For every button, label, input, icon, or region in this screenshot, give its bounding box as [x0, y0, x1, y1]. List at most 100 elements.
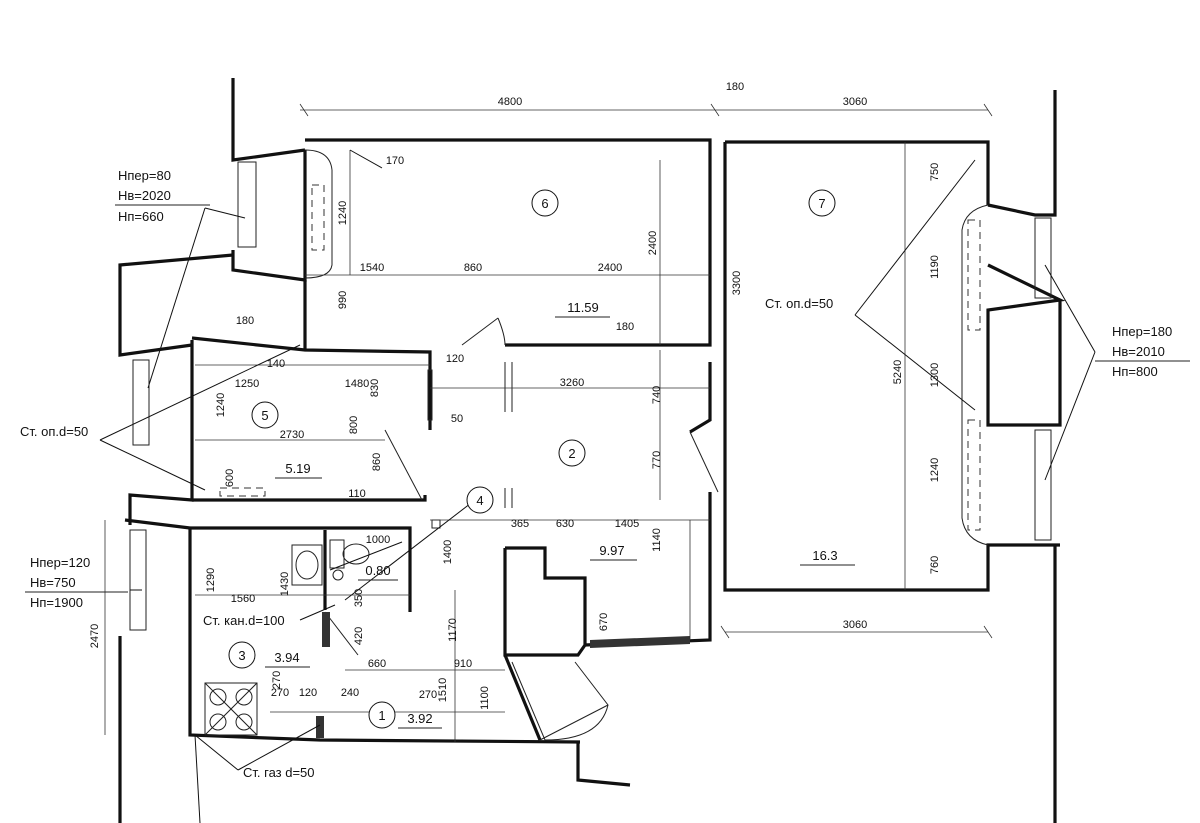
- toilet-icon: [342, 543, 370, 565]
- dim-140: 140: [267, 358, 285, 370]
- dim-1405: 1405: [615, 518, 639, 530]
- dim-420: 420: [353, 627, 365, 645]
- dim-630: 630: [556, 518, 574, 530]
- window-room-7-top: [1034, 217, 1052, 299]
- room-markers: 6 7 5 2 4 3 1: [228, 189, 836, 729]
- dim-660: 660: [368, 658, 386, 670]
- dim-1240-a: 1240: [337, 201, 349, 225]
- window-niche-room-7: [961, 204, 989, 546]
- room-1-area: 3.92: [407, 711, 432, 726]
- dim-1100: 1100: [479, 686, 491, 710]
- dim-750: 750: [929, 163, 941, 181]
- w3-hp: Нп=1900: [30, 595, 83, 610]
- dim-180-b: 180: [616, 321, 634, 333]
- dim-1300: 1300: [929, 363, 941, 387]
- room-4-number: 4: [476, 493, 483, 508]
- w3-hv: Нв=750: [30, 575, 76, 590]
- dim-2730: 2730: [280, 429, 304, 441]
- dim-1000: 1000: [366, 534, 390, 546]
- dimension-texts-vertical: 1240 990 2400 3300 5240 750 1190 1300 12…: [89, 163, 941, 710]
- window-notes: Нпер=80 Нв=2020 Нп=660 Нпер=180 Нв=2010 …: [25, 168, 1190, 610]
- dim-50: 50: [451, 413, 463, 425]
- dim-2400-a: 2400: [598, 262, 622, 274]
- w6-hp: Нп=660: [118, 209, 164, 224]
- dim-1400: 1400: [442, 540, 454, 564]
- dim-740: 740: [651, 386, 663, 404]
- dimension-texts: 4800 180 3060 3060 170 1540 860 2400 180…: [231, 81, 867, 701]
- room-1-number: 1: [378, 708, 385, 723]
- window-room-5: [132, 359, 150, 446]
- room-7-area: 16.3: [812, 548, 837, 563]
- dim-1560: 1560: [231, 593, 255, 605]
- dim-240: 240: [341, 687, 359, 699]
- dim-3300: 3300: [731, 271, 743, 295]
- riser-notes: Ст. оп.d=50 Ст. оп.d=50 Ст. кан.d=100 Ст…: [20, 296, 833, 780]
- radiator-room-5: [219, 487, 266, 497]
- room-5-number: 5: [261, 408, 268, 423]
- dim-270-a: 270: [271, 671, 283, 689]
- radiator-room-6: [311, 184, 325, 251]
- room-3-area: 3.94: [274, 650, 299, 665]
- toilet-tank-icon: [329, 539, 345, 569]
- dimension-lines: [104, 103, 993, 742]
- dim-800: 800: [348, 416, 360, 434]
- dim-1250: 1250: [235, 378, 259, 390]
- radiator-room-7-top: [967, 219, 981, 331]
- washbasin-icon: [291, 544, 323, 586]
- dim-1510: 1510: [437, 678, 449, 702]
- dim-5240: 5240: [892, 360, 904, 384]
- windows: [129, 161, 1052, 631]
- dim-1430: 1430: [279, 572, 291, 596]
- radiators: [219, 149, 989, 546]
- dim-830: 830: [369, 379, 381, 397]
- dim-1240-b: 1240: [215, 393, 227, 417]
- duct-hatch: [590, 636, 690, 648]
- w6-hper: Нпер=80: [118, 168, 171, 183]
- dim-760: 760: [929, 556, 941, 574]
- dim-2470: 2470: [89, 624, 101, 648]
- room-3-number: 3: [238, 648, 245, 663]
- dim-4800: 4800: [498, 96, 522, 108]
- dim-1290: 1290: [205, 568, 217, 592]
- walls: [118, 78, 1066, 823]
- riser-op-right: Ст. оп.d=50: [765, 296, 833, 311]
- riser-op-left: Ст. оп.d=50: [20, 424, 88, 439]
- window-room-6: [237, 161, 257, 248]
- dim-365: 365: [511, 518, 529, 530]
- window-room-3: [129, 529, 147, 631]
- room-5-area: 5.19: [285, 461, 310, 476]
- dim-170: 170: [386, 155, 404, 167]
- room-areas: 11.59 16.3 5.19 9.97 0.80 3.94 3.92: [265, 300, 855, 729]
- room-7-number: 7: [818, 196, 825, 211]
- dim-3260: 3260: [560, 377, 584, 389]
- dim-120-b: 120: [299, 687, 317, 699]
- room-6-number: 6: [541, 196, 548, 211]
- dim-670: 670: [598, 613, 610, 631]
- dim-2400-v: 2400: [647, 231, 659, 255]
- dim-1140: 1140: [651, 528, 663, 552]
- w3-hper: Нпер=120: [30, 555, 90, 570]
- dim-1170: 1170: [447, 618, 459, 642]
- w7-hper: Нпер=180: [1112, 324, 1172, 339]
- room-2-area: 9.97: [599, 543, 624, 558]
- dim-180-c: 180: [236, 315, 254, 327]
- w7-hv: Нв=2010: [1112, 344, 1165, 359]
- w6-hv: Нв=2020: [118, 188, 171, 203]
- dim-1240-r: 1240: [929, 458, 941, 482]
- doors: [324, 317, 719, 741]
- room-6-area: 11.59: [567, 300, 599, 315]
- dim-3060-bottom: 3060: [843, 619, 867, 631]
- dim-990: 990: [337, 291, 349, 309]
- dim-860-b: 860: [371, 453, 383, 471]
- riser-kan: Ст. кан.d=100: [203, 613, 285, 628]
- dim-1540: 1540: [360, 262, 384, 274]
- dim-270-c: 270: [419, 689, 437, 701]
- dim-350: 350: [353, 589, 365, 607]
- dim-1190: 1190: [929, 255, 941, 279]
- window-room-7-bottom: [1034, 429, 1052, 541]
- dim-270-b: 270: [271, 687, 289, 699]
- dim-120-a: 120: [446, 353, 464, 365]
- dim-1480: 1480: [345, 378, 369, 390]
- stove-icon: [204, 682, 258, 736]
